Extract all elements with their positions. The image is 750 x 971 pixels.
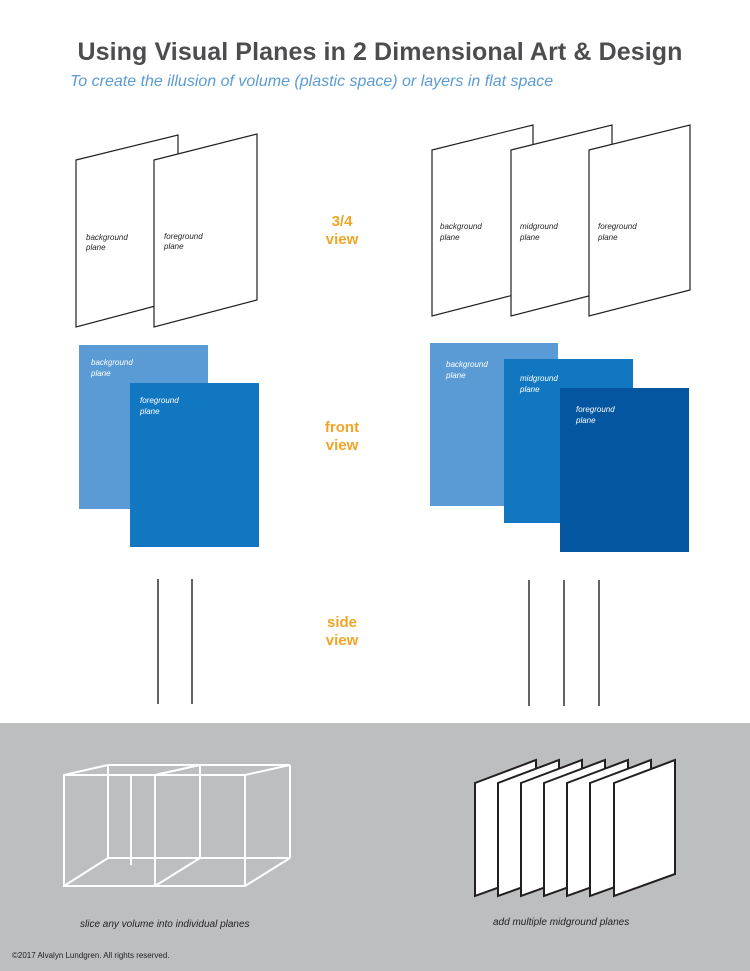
midground-plane-label-line1: midground bbox=[520, 222, 558, 231]
background-plane-label-line2: plane bbox=[445, 371, 466, 380]
background-plane-label-line1: background bbox=[446, 360, 488, 369]
background-plane-label-line1: background bbox=[440, 222, 482, 231]
page-subtitle: To create the illusion of volume (plasti… bbox=[70, 73, 554, 90]
side-view-three-planes bbox=[528, 580, 600, 706]
multiple-planes-caption: add multiple midground planes bbox=[493, 917, 630, 928]
page-title: Using Visual Planes in 2 Dimensional Art… bbox=[77, 38, 683, 66]
examples-panel: slice any volume into individual planes … bbox=[0, 723, 750, 971]
background-plane-label-line2: plane bbox=[439, 233, 460, 242]
foreground-plane-front-right bbox=[560, 388, 689, 552]
front-view-label: front view bbox=[302, 419, 382, 455]
foreground-plane-label-line2: plane bbox=[597, 233, 618, 242]
midground-plane-label-line1: midground bbox=[520, 374, 558, 383]
foreground-plane-3q bbox=[153, 133, 258, 328]
background-plane-label-line2: plane bbox=[90, 369, 111, 378]
slice-plane-top bbox=[154, 764, 201, 776]
front-three-planes: background plane midground plane foregro… bbox=[430, 343, 689, 552]
background-plane-label-line1: background bbox=[86, 233, 128, 242]
three-quarter-three-planes: background plane midground plane foregro… bbox=[431, 124, 691, 317]
stack-plane-7 bbox=[613, 758, 676, 898]
sliced-volume-wireframe bbox=[63, 764, 291, 887]
midground-plane-label-line2: plane bbox=[519, 233, 540, 242]
view-label-line2: view bbox=[325, 632, 359, 649]
copyright-notice: ©2017 Alvalyn Lundgren. All rights reser… bbox=[12, 951, 170, 960]
view-label-line2: view bbox=[325, 437, 359, 454]
side-view-two-planes bbox=[157, 579, 193, 704]
examples-artwork bbox=[63, 758, 676, 898]
view-label-line1: 3/4 bbox=[331, 213, 353, 230]
foreground-plane-label-line1: foreground bbox=[164, 232, 203, 241]
midground-plane-label-line2: plane bbox=[519, 385, 540, 394]
front-two-planes: background plane foreground plane bbox=[79, 345, 259, 547]
foreground-plane-3q-right bbox=[588, 124, 691, 317]
view-label-line1: front bbox=[324, 419, 360, 436]
three-quarter-view-label: 3/4 view bbox=[302, 213, 382, 249]
foreground-plane-label-line2: plane bbox=[163, 242, 184, 251]
slice-plane-bottom bbox=[154, 857, 201, 887]
three-quarter-two-planes: background plane foreground plane bbox=[75, 133, 258, 328]
background-plane-label-line2: plane bbox=[85, 243, 106, 252]
foreground-plane-front bbox=[130, 383, 259, 547]
view-label-line2: view bbox=[325, 231, 359, 248]
stacked-planes bbox=[474, 758, 676, 898]
slice-caption: slice any volume into individual planes bbox=[80, 919, 250, 930]
foreground-plane-label-line2: plane bbox=[139, 407, 160, 416]
view-label-line1: side bbox=[326, 614, 357, 631]
foreground-plane-label-line1: foreground bbox=[598, 222, 637, 231]
foreground-plane-label-line1: foreground bbox=[140, 396, 179, 405]
side-view-label: side view bbox=[302, 614, 382, 650]
foreground-plane-label-line2: plane bbox=[575, 416, 596, 425]
foreground-plane-label-line1: foreground bbox=[576, 405, 615, 414]
background-plane-label-line1: background bbox=[91, 358, 133, 367]
